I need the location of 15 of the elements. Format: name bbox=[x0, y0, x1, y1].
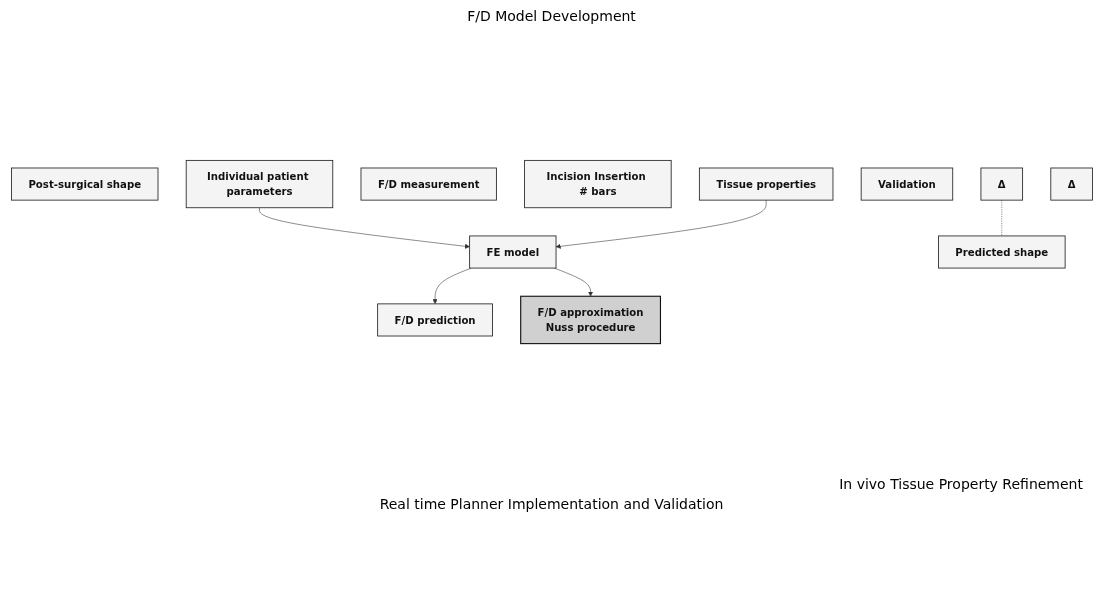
node-box: FE model bbox=[468, 235, 556, 269]
node-box: Validation bbox=[860, 167, 953, 201]
node-box: Δ bbox=[1049, 167, 1093, 201]
node-box: Predicted shape bbox=[937, 235, 1066, 269]
node-box: Post-surgical shape bbox=[10, 167, 158, 201]
node-box: F/D measurement bbox=[360, 167, 497, 201]
section-label: Real time Planner Implementation and Validation bbox=[378, 496, 725, 512]
node-box: Δ bbox=[980, 167, 1023, 201]
node-box: F/D prediction bbox=[376, 303, 493, 337]
node-box: Tissue properties bbox=[698, 167, 833, 201]
section-label: F/D Model Development bbox=[466, 8, 637, 24]
node-box: F/D approximation Nuss procedure bbox=[519, 295, 661, 345]
section-label: In vivo Tissue Property Refinement bbox=[838, 476, 1083, 492]
node-box: Incision Insertion # bars bbox=[523, 159, 672, 209]
node-box: Individual patient parameters bbox=[185, 159, 333, 209]
